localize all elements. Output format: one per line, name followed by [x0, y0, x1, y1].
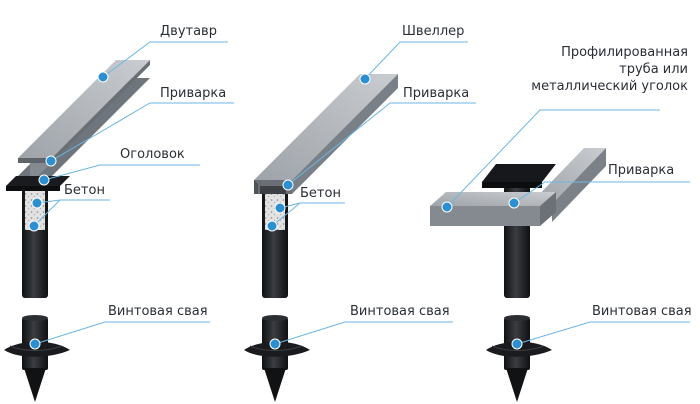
leader-concrete-2b	[271, 202, 301, 227]
dot-cap	[38, 174, 50, 186]
dot-ibeam	[97, 71, 109, 83]
dot-concrete-1b	[28, 220, 40, 232]
label-concrete-1: Бетон	[64, 183, 105, 198]
dot-concrete-1a	[31, 197, 43, 209]
cap-plate-1	[6, 176, 70, 186]
dot-pile-1	[29, 338, 41, 350]
dot-pile-3	[511, 338, 523, 350]
leader-weld-2	[287, 102, 476, 186]
dot-weld-3	[508, 197, 520, 209]
label-channel: Швеллер	[402, 24, 465, 39]
leader-ibeam	[102, 41, 228, 78]
ibeam-top-flange	[18, 60, 150, 158]
dot-concrete-2a	[274, 202, 286, 214]
leader-weld-1	[50, 102, 234, 162]
pile-tip-3	[506, 368, 528, 402]
label-cap: Оголовок	[120, 147, 185, 162]
label-pile-3: Винтовая свая	[592, 304, 692, 319]
diagram-ibeam	[4, 60, 150, 402]
leader-tube	[446, 109, 660, 208]
label-pile-2: Винтовая свая	[350, 304, 450, 319]
leader-concrete-2a	[279, 202, 345, 209]
diagram-tube	[430, 148, 606, 402]
label-weld-2: Приварка	[403, 86, 470, 101]
leader-cap	[43, 164, 200, 181]
dot-tube	[441, 201, 453, 213]
leader-pile-2	[274, 321, 453, 345]
cap-plate-3	[482, 164, 556, 182]
leader-lines	[33, 41, 690, 345]
label-ibeam: Двутавр	[160, 24, 217, 39]
tube-back-beam	[530, 148, 606, 204]
leader-channel	[364, 41, 468, 80]
marker-dots	[28, 71, 523, 350]
diagram-channel	[244, 74, 398, 402]
dot-pile-2	[269, 338, 281, 350]
helix-blade-3	[486, 341, 552, 357]
label-tube-line1: Профилированная	[561, 45, 688, 60]
leader-pile-1	[34, 321, 210, 345]
helix-blade-2	[244, 341, 310, 357]
label-tube-line2: труба или	[619, 62, 688, 77]
label-tube: Профилированная труба или металлический …	[518, 44, 688, 95]
label-weld-1: Приварка	[160, 86, 227, 101]
leader-weld-3	[513, 181, 690, 204]
dot-concrete-2b	[266, 220, 278, 232]
pile-tip-2	[264, 368, 286, 402]
label-pile-1: Винтовая свая	[108, 304, 208, 319]
dot-channel	[359, 73, 371, 85]
label-concrete-2: Бетон	[300, 186, 341, 201]
leader-concrete-1b	[33, 199, 61, 227]
helix-blade-1	[4, 341, 70, 357]
leader-pile-3	[516, 321, 690, 345]
channel-top	[254, 74, 398, 180]
tube-front-face	[430, 206, 540, 226]
label-weld-3: Приварка	[608, 163, 675, 178]
dot-weld-1	[45, 155, 57, 167]
pile-tip-1	[24, 368, 46, 402]
label-tube-line3: металлический уголок	[531, 79, 688, 94]
dot-weld-2	[282, 179, 294, 191]
